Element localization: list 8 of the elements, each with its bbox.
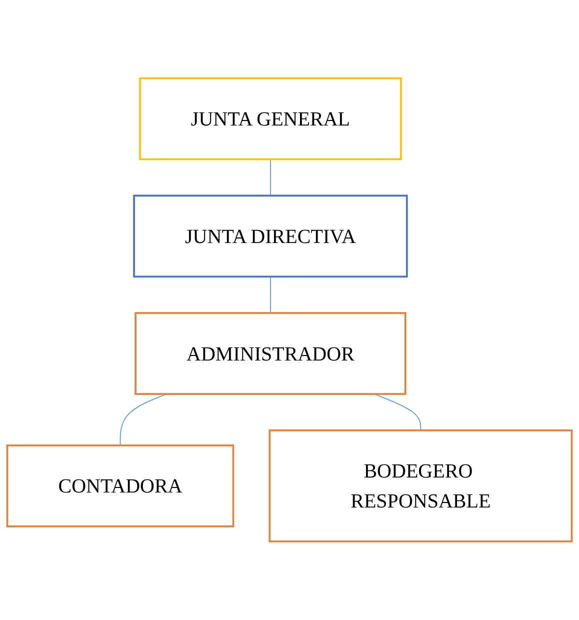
node-box: BODEGERO RESPONSABLE [268, 430, 573, 542]
connector [270, 158, 271, 196]
node-box: CONTADORA [6, 444, 234, 528]
connector [374, 394, 422, 431]
connector [270, 276, 271, 314]
node-box: JUNTA GENERAL [139, 78, 402, 160]
node-box: JUNTA DIRECTIVA [133, 194, 408, 278]
node-box: ADMINISTRADOR [134, 312, 406, 396]
